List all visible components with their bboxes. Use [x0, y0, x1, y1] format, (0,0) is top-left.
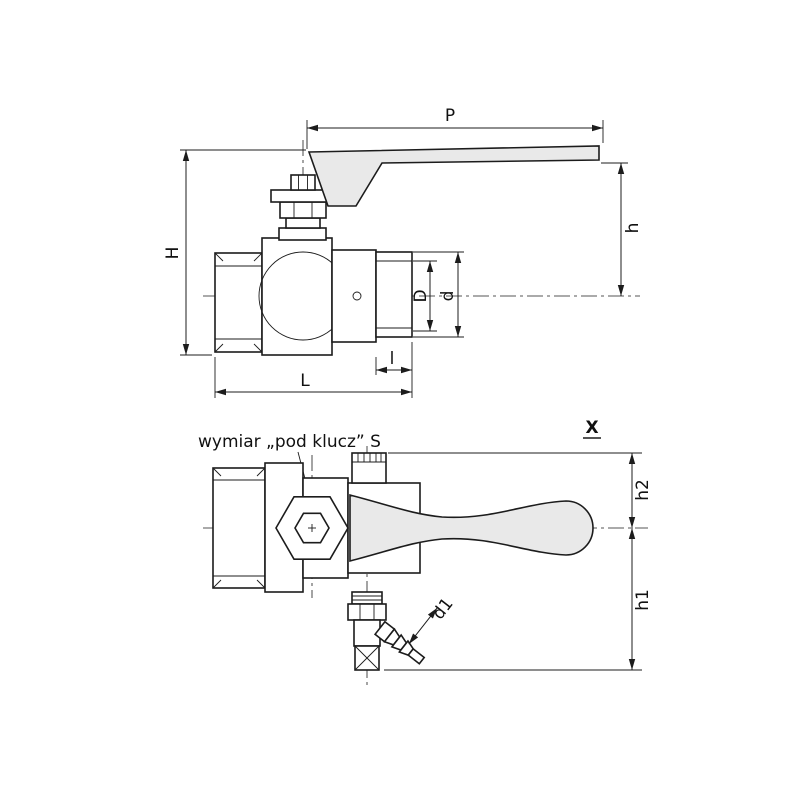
- dimension-h: h: [601, 162, 643, 296]
- dim-label-l: l: [390, 349, 395, 369]
- dim-label-h2: h2: [633, 479, 653, 501]
- left-threaded-port: [214, 252, 263, 353]
- stem-spacer: [285, 217, 321, 229]
- dimension-d: d: [413, 251, 464, 338]
- dimension-h2: h2: [388, 452, 653, 528]
- right-port: [375, 251, 413, 338]
- detail-mark-text: X: [585, 418, 598, 438]
- side-view: P H h D d: [163, 106, 643, 398]
- plan-view: wymiar „pod klucz” S X: [198, 418, 653, 686]
- dimension-P: P: [306, 106, 604, 149]
- gland-nut: [279, 201, 327, 219]
- drain-cap: [354, 645, 380, 671]
- body-right-section: [331, 249, 377, 343]
- dimension-H: H: [163, 149, 306, 356]
- dimension-h1: h1: [384, 528, 653, 671]
- dim-label-h: h: [623, 223, 643, 234]
- dimension-l: l: [375, 349, 412, 375]
- handle-lever-side: [307, 145, 600, 207]
- datum-point: [352, 291, 362, 301]
- stem-boss: [278, 227, 327, 241]
- wrench-note-text: wymiar „pod klucz” S: [198, 432, 381, 452]
- stem-assembly: [270, 189, 335, 241]
- dim-label-H: H: [163, 247, 183, 260]
- drain-hex: [347, 603, 387, 621]
- body-center-section: [261, 237, 333, 356]
- hose-barb: [373, 620, 426, 665]
- dim-label-L: L: [300, 371, 310, 391]
- handle-lever-plan: [349, 493, 594, 563]
- stem-nut: [290, 174, 316, 191]
- dim-label-h1: h1: [633, 589, 653, 611]
- detail-mark-X: X: [583, 418, 601, 439]
- left-threaded-port-plan: [212, 467, 266, 589]
- dim-label-d: d: [438, 291, 458, 302]
- dim-label-D: D: [411, 289, 431, 302]
- valve-body-side: [214, 237, 413, 356]
- dim-label-P: P: [445, 106, 455, 126]
- dim-label-d1: d1: [429, 594, 458, 623]
- dimension-d1: d1: [408, 594, 458, 645]
- drain-neck: [351, 591, 383, 605]
- dimension-D: D: [411, 260, 437, 332]
- drain-valve: [347, 591, 426, 671]
- top-test-port: [351, 452, 387, 484]
